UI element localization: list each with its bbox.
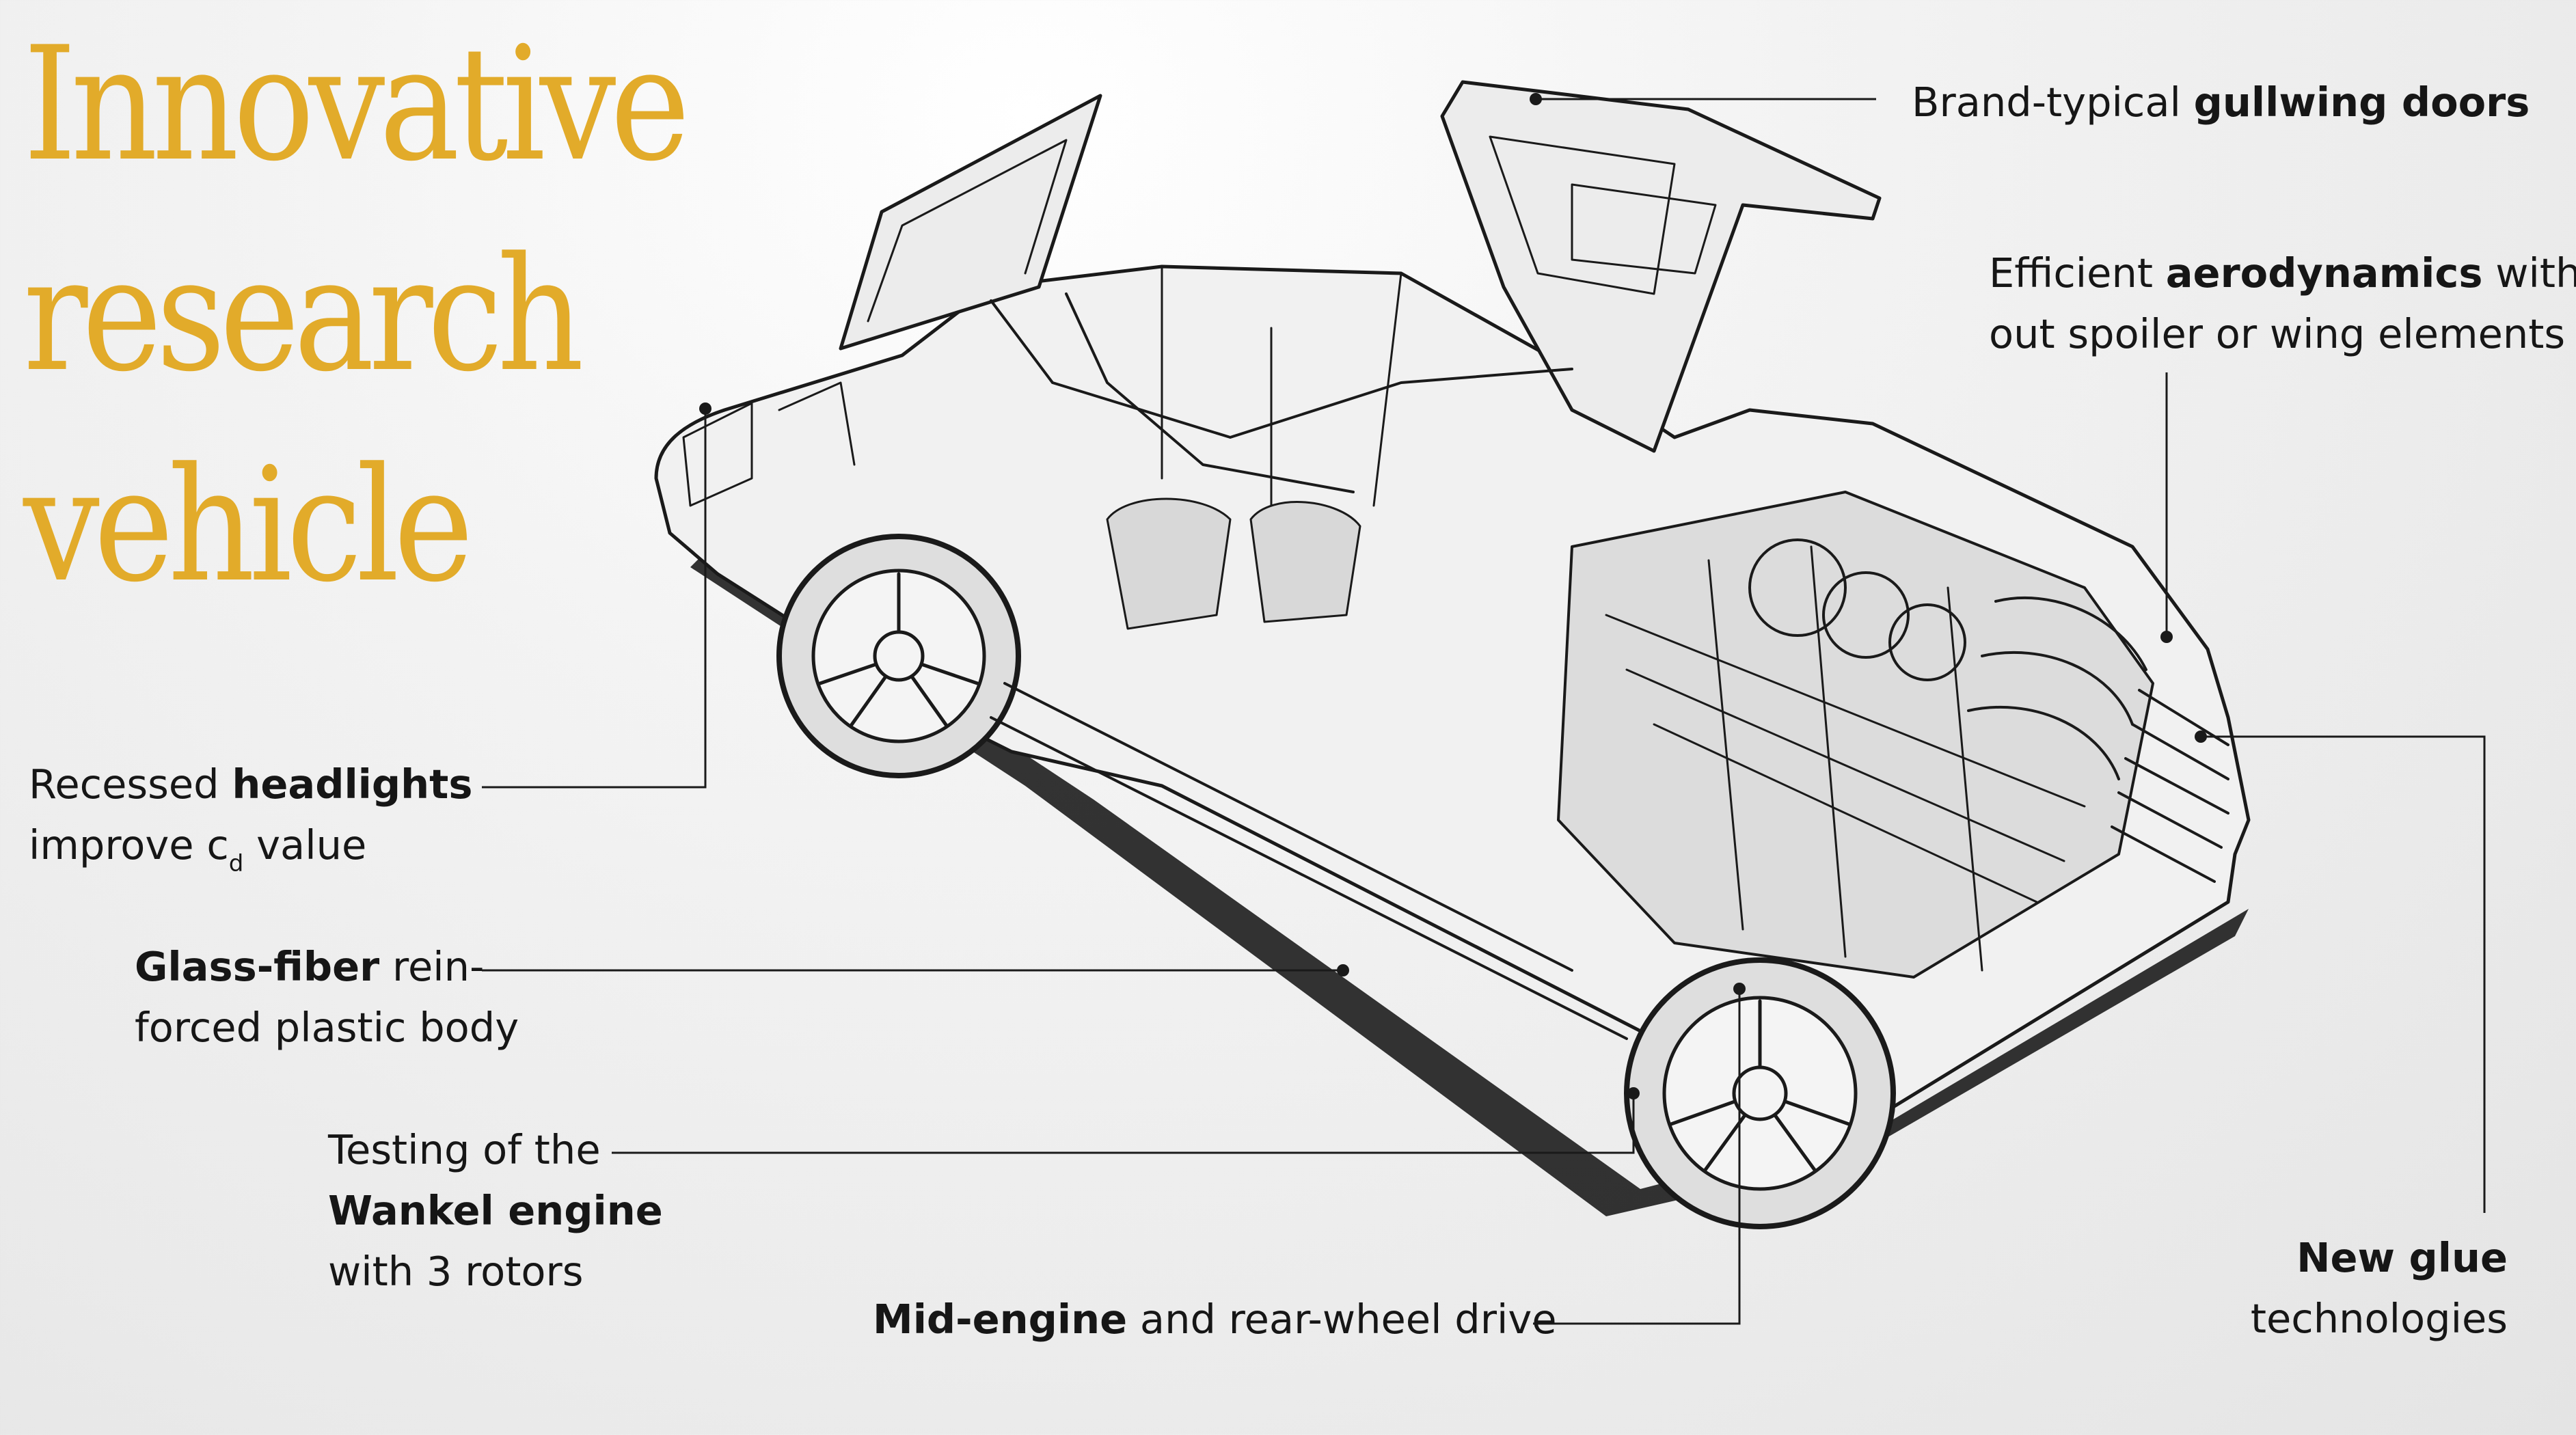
callout-glassfiber-bold: Glass-fiber (135, 943, 380, 990)
callout-aero-prefix: Efficient (1989, 249, 2166, 297)
car-shadow (690, 547, 2249, 1216)
callout-aerodynamics: Efficient aerodynamics with- out spoiler… (1989, 243, 2576, 364)
callout-wankel-engine: Testing of the Wankel engine with 3 roto… (328, 1119, 663, 1302)
callout-mid-engine: Mid-engine and rear-wheel drive (873, 1289, 1557, 1350)
title-line-1: Innovative (23, 14, 690, 196)
leader-glue (2201, 735, 2486, 1213)
callout-headlights-bold: headlights (232, 761, 473, 808)
callout-wankel-line1: Testing of the (328, 1126, 601, 1173)
leader-headlights (482, 409, 707, 789)
callout-gullwing-prefix: Brand-typical (1912, 79, 2194, 126)
callout-glue-line2: technologies (2250, 1295, 2508, 1342)
callout-headlights: Recessed headlights improve cd value (29, 754, 472, 882)
callout-wankel-bold: Wankel engine (328, 1187, 663, 1234)
callout-gullwing-doors: Brand-typical gullwing doors (1912, 72, 2530, 133)
leader-lines (482, 98, 2486, 1325)
callout-headlights-line2-suffix: value (243, 821, 367, 869)
callout-midengine-suffix: and rear-wheel drive (1127, 1296, 1557, 1343)
callout-glass-fiber: Glass-fiber rein- forced plastic body (135, 936, 519, 1058)
leader-dots (699, 93, 2207, 1099)
callout-headlights-subscript: d (228, 850, 244, 877)
callout-aero-bold: aerodynamics (2165, 249, 2483, 297)
leader-wankel (612, 1093, 1635, 1154)
title-line-3: vehicle (23, 435, 474, 617)
front-hood (839, 94, 1102, 351)
callout-aero-line2: out spoiler or wing elements (1989, 310, 2566, 357)
title-line-2: research (23, 224, 584, 407)
callout-midengine-bold: Mid-engine (873, 1296, 1128, 1343)
callout-aero-suffix: with- (2495, 249, 2576, 297)
callout-headlights-prefix: Recessed (29, 761, 232, 808)
page-title: Innovative research vehicle (23, 0, 690, 631)
gullwing-door (1440, 80, 1882, 453)
callout-glassfiber-line2: forced plastic body (135, 1004, 519, 1051)
callout-gullwing-bold: gullwing doors (2193, 79, 2530, 126)
callout-headlights-line2-prefix: improve c (29, 821, 229, 869)
callout-wankel-line3: with 3 rotors (328, 1248, 584, 1295)
callout-glue-bold: New glue (2296, 1234, 2508, 1281)
callout-glassfiber-suffix: rein- (379, 943, 485, 990)
callout-new-glue: New glue technologies (2251, 1227, 2508, 1349)
leader-midengine (1533, 989, 1741, 1325)
